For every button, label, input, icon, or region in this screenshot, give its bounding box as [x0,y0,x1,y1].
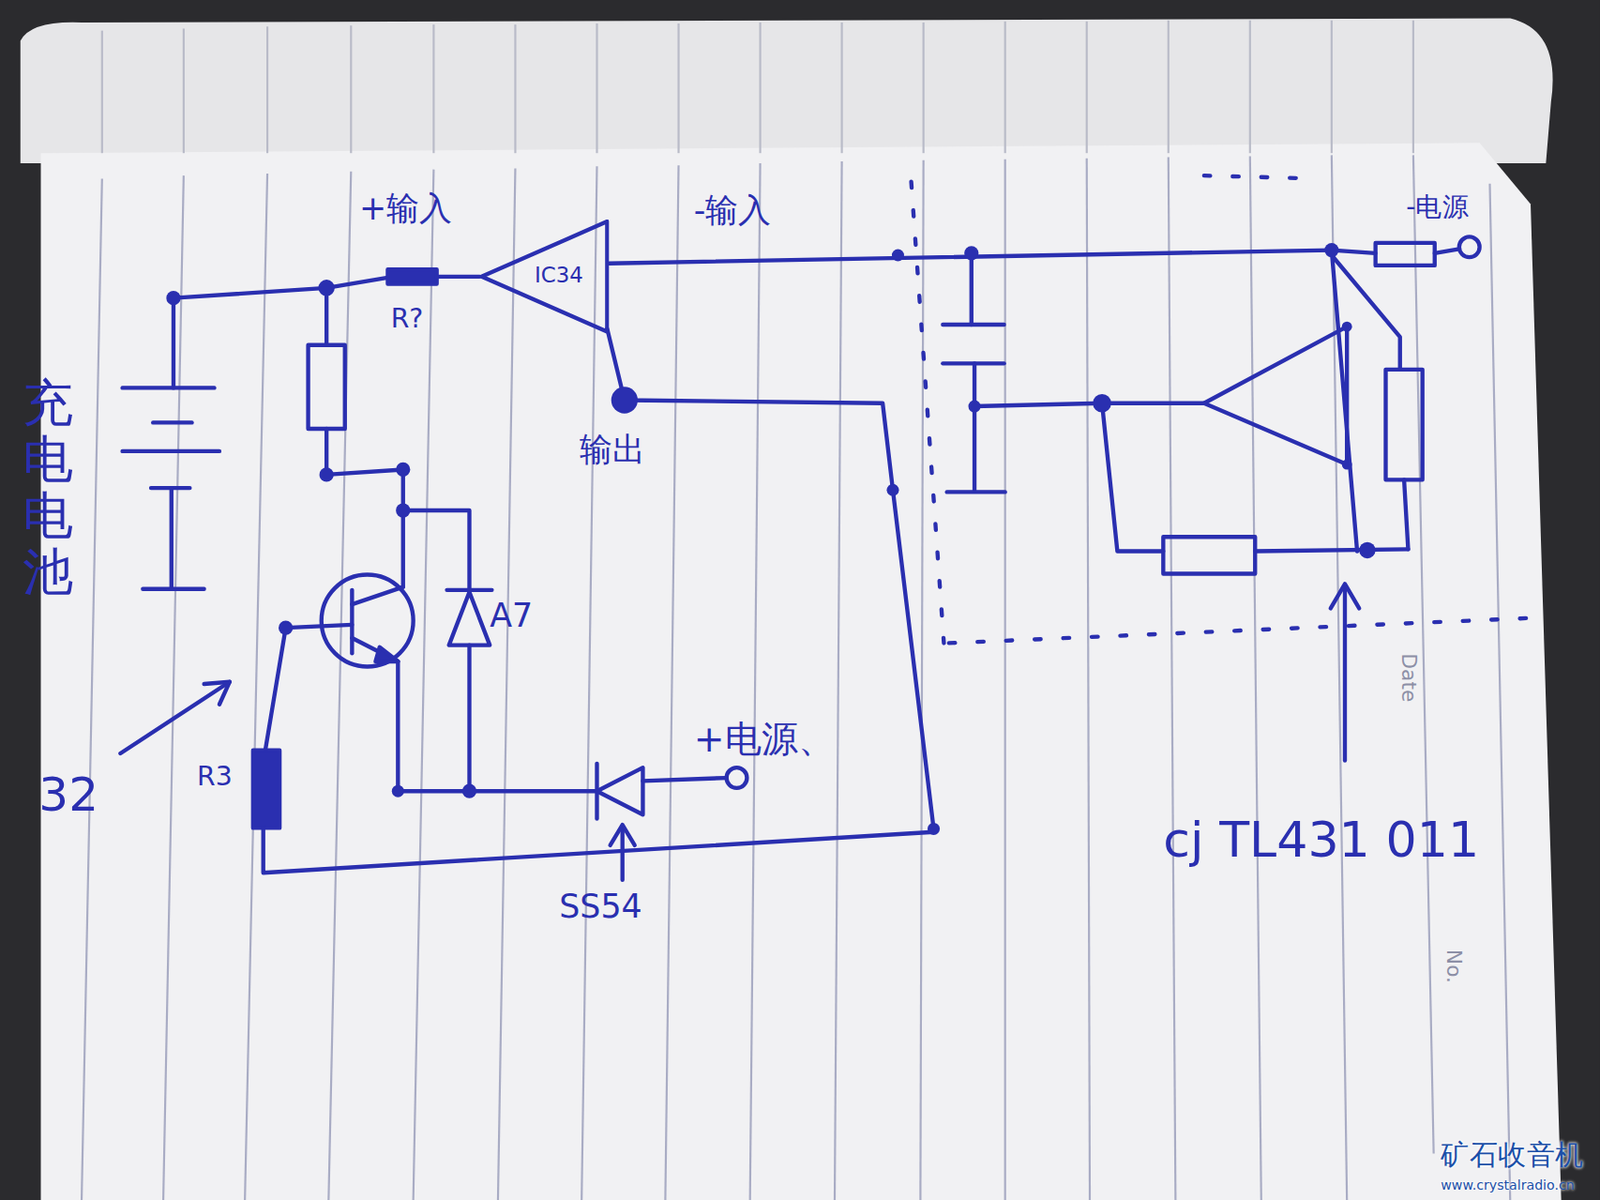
pin-label: +输入 [359,189,453,227]
opamp-triangle: IC34 [479,219,609,334]
chip-name: IC34 [534,263,584,288]
part-name: SS54 [558,888,643,926]
part-name: R3 [196,761,233,793]
watermark: www.crystalradio.cn [1440,1177,1574,1193]
callout-number: 32 [38,767,99,822]
notebook-print: No. [1441,949,1465,983]
part-name: R? [391,303,424,335]
pin-label: -输入 [694,192,771,230]
watermark: 矿石收音机 [1440,1138,1584,1172]
signal-name: -电源 [1405,192,1469,224]
notebook-print: Date [1396,652,1420,702]
part-name: cj TL431 011 [1162,811,1480,868]
part-name: 充电电池 [22,375,74,600]
part-name: A7 [489,596,533,634]
pin-label: 输出 [579,430,646,468]
signal-name: +电源、 [694,717,835,760]
